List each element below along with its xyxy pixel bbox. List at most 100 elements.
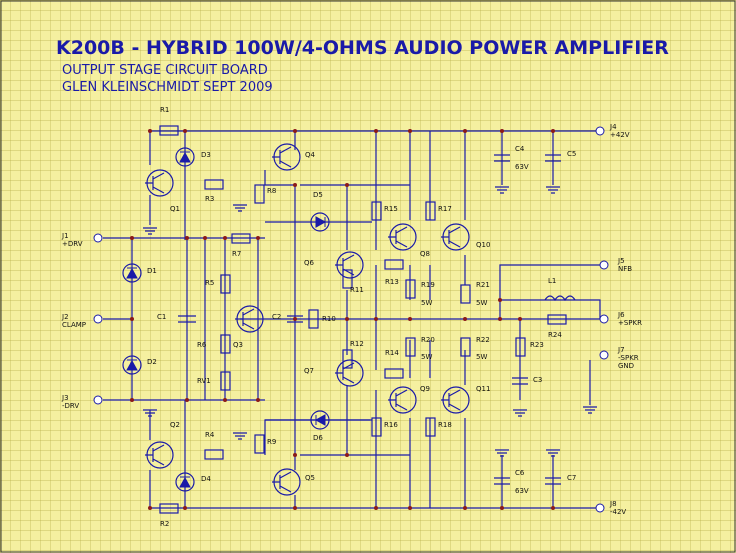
capacitors (178, 154, 561, 485)
label-c1: C1 (157, 313, 166, 321)
label-c6: C6 (515, 469, 525, 477)
label-r19: R19 (421, 281, 435, 289)
label-r5: R5 (205, 279, 214, 287)
label-q9: Q9 (420, 385, 430, 393)
resistor-r19 (405, 279, 416, 299)
diode-d5 (310, 212, 330, 232)
label-r12: R12 (350, 340, 364, 348)
label-q2: Q2 (170, 421, 180, 429)
label-r21: R21 (476, 281, 490, 289)
terminal-j4 (595, 126, 605, 136)
resistor-r22 (460, 337, 471, 357)
inductor-l1 (544, 295, 576, 302)
resistor-r12 (342, 349, 353, 369)
connectors (93, 126, 609, 513)
diode-d4 (175, 472, 195, 492)
capacitor-c7 (545, 477, 561, 485)
resistor-r23 (515, 337, 526, 357)
label-r10: R10 (322, 315, 336, 323)
label-r20: R20 (421, 336, 435, 344)
resistor-r2 (159, 503, 179, 514)
label-r14: R14 (385, 349, 399, 357)
capacitor-c1 (178, 315, 196, 323)
schematic-title: K200B - HYBRID 100W/4-OHMS AUDIO POWER A… (56, 37, 669, 59)
label-c4: C4 (515, 145, 525, 153)
capacitor-c2 (287, 315, 303, 323)
label-c5: C5 (567, 150, 576, 158)
label-q8: Q8 (420, 250, 430, 258)
label-c6-voltage: 63V (515, 487, 529, 495)
resistor-r9 (254, 434, 265, 454)
label-j1: J1 (61, 232, 69, 240)
resistor-r1 (159, 125, 179, 136)
label-c4-voltage: 63V (515, 163, 529, 171)
resistor-r4 (204, 449, 224, 460)
resistor-r17 (425, 201, 436, 221)
label-j7: J7 (617, 346, 625, 354)
label-d1: D1 (147, 267, 157, 275)
resistor-r3 (204, 179, 224, 190)
junctions (130, 129, 555, 510)
transistors (145, 143, 470, 496)
label-r24: R24 (548, 331, 562, 339)
label-r19-rating: 5W (421, 299, 432, 307)
label-q6: Q6 (304, 259, 315, 267)
author-date: GLEN KLEINSCHMIDT SEPT 2009 (62, 80, 273, 95)
label-j4-net: +42V (610, 131, 630, 139)
label-j3-net: -DRV (62, 402, 79, 410)
label-j7-net: -SPKR (618, 354, 639, 362)
component-labels: J1 +DRV J2 CLAMP J3 -DRV J4 +42V J5 NFB … (61, 106, 642, 528)
label-r21-rating: 5W (476, 299, 487, 307)
label-r17: R17 (438, 205, 452, 213)
label-r3: R3 (205, 195, 214, 203)
label-r22-rating: 5W (476, 353, 487, 361)
label-r22: R22 (476, 336, 490, 344)
label-j8: J8 (609, 500, 617, 508)
resistor-r15 (371, 201, 382, 221)
label-q10: Q10 (476, 241, 490, 249)
label-c2: C2 (272, 313, 281, 321)
terminal-j3 (93, 395, 103, 405)
capacitor-c6 (494, 477, 510, 485)
label-c3: C3 (533, 376, 542, 384)
label-j8-net: -42V (610, 508, 626, 516)
diodes (122, 147, 330, 492)
terminal-j6 (599, 314, 609, 324)
label-r8: R8 (267, 187, 276, 195)
label-q1: Q1 (170, 205, 180, 213)
terminal-j8 (595, 503, 605, 513)
label-r7: R7 (232, 250, 241, 258)
diode-d1 (122, 263, 142, 283)
resistor-r18 (425, 417, 436, 437)
terminal-j5 (599, 260, 609, 270)
label-q3: Q3 (233, 341, 243, 349)
label-j5-net: NFB (618, 265, 632, 273)
label-j2: J2 (61, 313, 69, 321)
diode-d6 (310, 410, 330, 430)
label-r20-rating: 5W (421, 353, 432, 361)
label-c7: C7 (567, 474, 576, 482)
resistors (159, 125, 567, 514)
label-d4: D4 (201, 475, 211, 483)
label-r1: R1 (160, 106, 169, 114)
label-j6-net: +SPKR (618, 319, 642, 327)
capacitor-c4 (494, 154, 510, 162)
terminal-j1 (93, 233, 103, 243)
resistor-r21 (460, 284, 471, 304)
label-rv1: RV1 (197, 377, 211, 385)
label-d5: D5 (313, 191, 323, 199)
label-j4: J4 (609, 123, 617, 131)
trimmer-rv1 (220, 371, 231, 391)
label-j1-net: +DRV (62, 240, 83, 248)
label-d2: D2 (147, 358, 157, 366)
label-j5: J5 (617, 257, 625, 265)
resistor-r14 (384, 368, 404, 379)
label-r18: R18 (438, 421, 452, 429)
resistor-r7 (231, 233, 251, 244)
label-r4: R4 (205, 431, 215, 439)
capacitor-c3 (512, 377, 528, 385)
label-r16: R16 (384, 421, 398, 429)
